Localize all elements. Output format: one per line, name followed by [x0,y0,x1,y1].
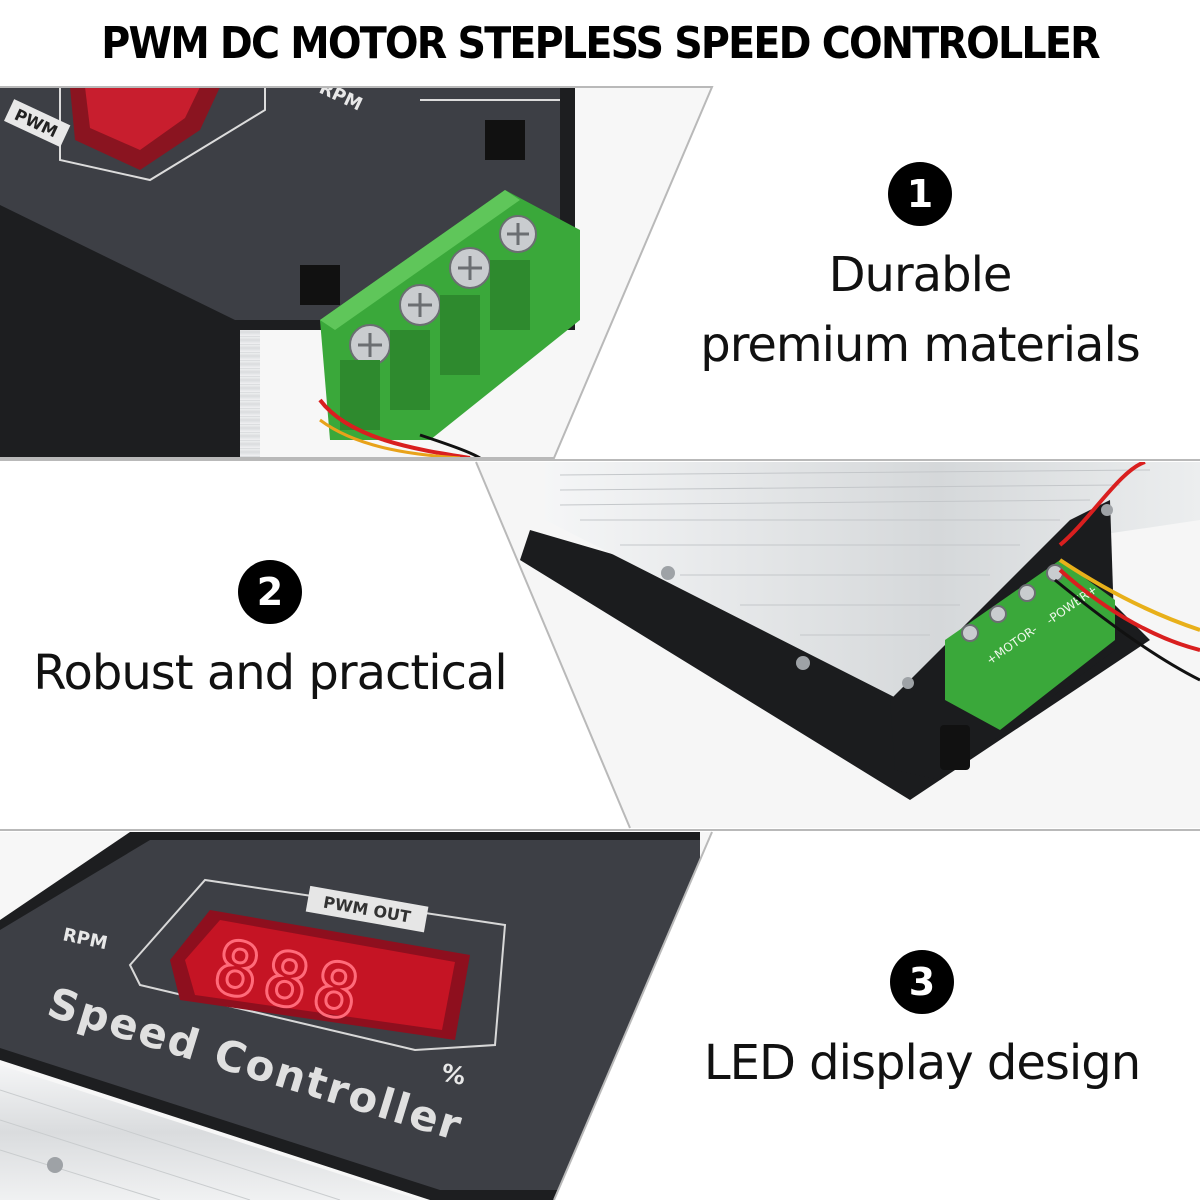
page-title: PWM DC MOTOR STEPLESS SPEED CONTROLLER [101,18,1100,69]
feature-1-line-1: Durable [828,247,1013,303]
bottom-product-photo: 888 PWM OUT RPM % Speed Controller [0,832,712,1200]
top-terminal-block [318,190,580,458]
feature-1-number-badge: 1 [888,162,952,226]
feature-2: 2 Robust and practical [20,560,520,708]
feature-2-line-1: Robust and practical [33,645,507,701]
feature-1: 1 Durable premium materials [670,162,1170,380]
top-pwm-label: PWM [4,99,71,148]
middle-terminal-block: +MOTOR- -POWER+ [945,560,1115,730]
feature-3: 3 LED display design [672,950,1172,1098]
feature-3-line-1: LED display design [703,1035,1141,1091]
feature-3-number-badge: 3 [890,950,954,1014]
feature-1-line-2: premium materials [700,317,1141,373]
feature-2-number-badge: 2 [238,560,302,624]
middle-product-photo: +MOTOR- -POWER+ [476,462,1200,828]
led-display: 888 [170,910,470,1041]
percent-label: % [439,1058,468,1090]
top-product-photo: PWM RPM [0,87,712,458]
panel-dividers [0,86,1200,1200]
